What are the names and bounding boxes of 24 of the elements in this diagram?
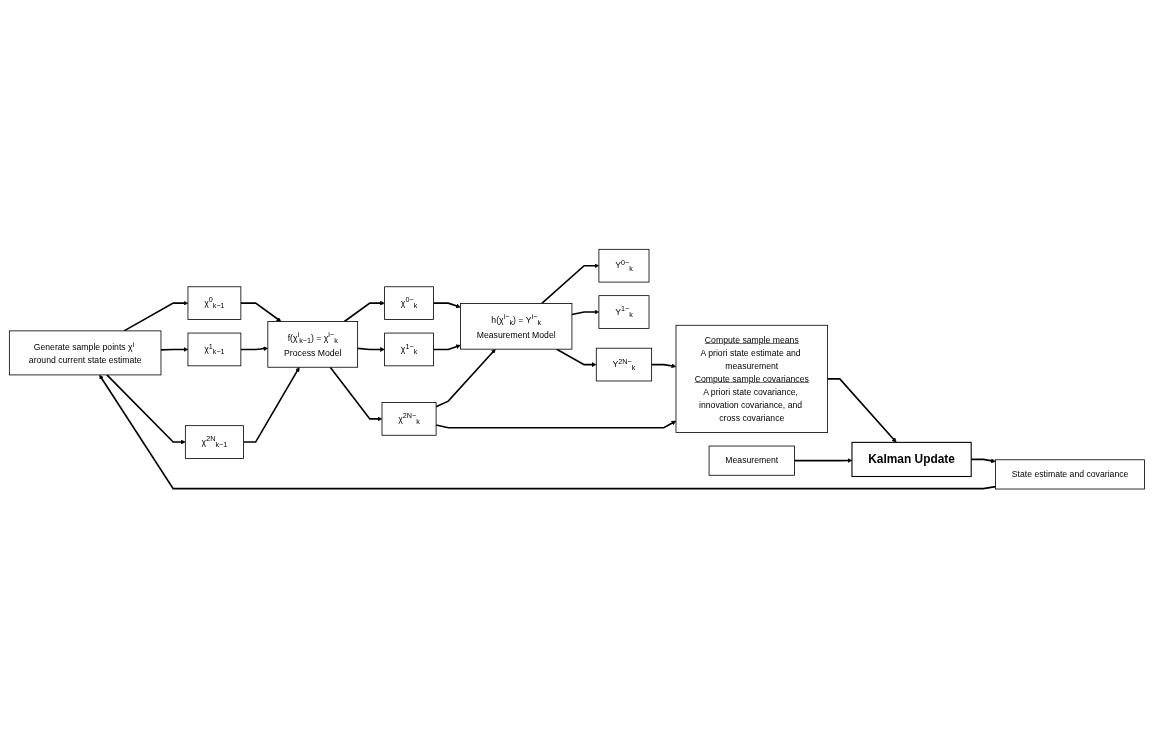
node-box: Measurement [708,445,795,476]
arrow [432,344,461,351]
node-box: Compute sample means A priori state estimate and measurement Compute sample covariances A priori state covariance, innovation covariance, and cross covariance [675,325,829,434]
arrow [106,374,186,445]
arrow [435,421,677,429]
arrow [571,309,600,316]
arrow [240,302,282,323]
node-box: State estimate and covariance [995,459,1145,490]
arrow [160,347,189,353]
arrow [432,302,461,309]
arrow [650,363,677,369]
arrow [123,301,189,332]
node-box: Kalman Update [851,442,972,478]
arrow [435,349,496,408]
arrow [826,378,897,443]
arrow [343,301,385,323]
node-box: Generate sample points χ$^{i}$ around current state estimate [8,330,162,376]
arrow [356,347,385,353]
arrow [99,375,997,490]
arrow [541,263,600,305]
arrow [240,346,269,352]
arrow [242,367,300,444]
arrow [555,348,597,368]
arrow [329,366,383,422]
